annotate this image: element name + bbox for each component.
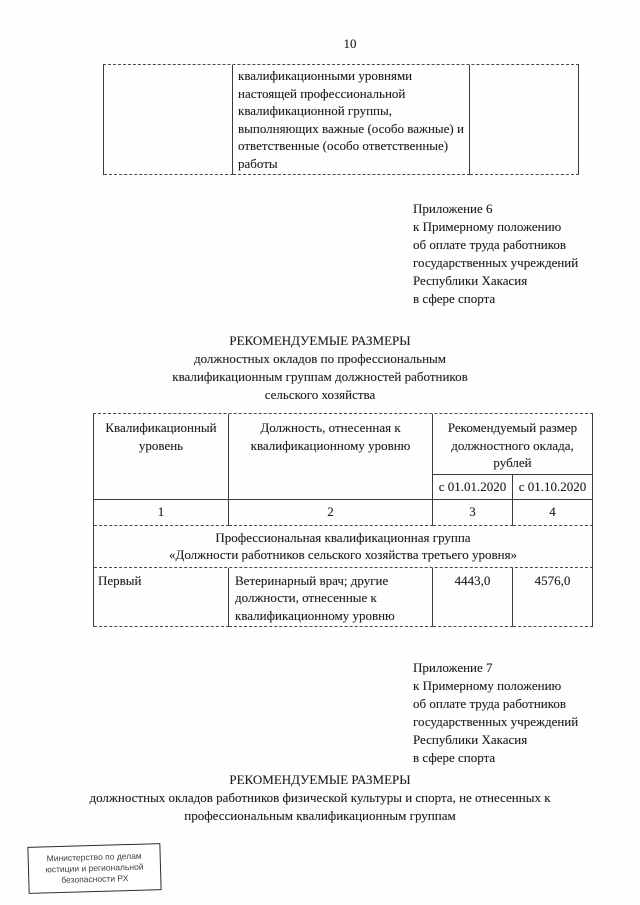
heading-line: сельского хозяйства (264, 387, 376, 402)
continued-table-cell-right (470, 65, 579, 175)
stamp-line: безопасности РХ (61, 873, 129, 885)
annex-7-line: Приложение 7 (413, 660, 493, 675)
salary-table: Квалификационный уровень Должность, отне… (93, 413, 593, 627)
heading-line: квалификационным группам должностей рабо… (172, 369, 468, 384)
heading-line: РЕКОМЕНДУЕМЫЕ РАЗМЕРЫ (229, 333, 411, 348)
annex-6-line: Приложение 6 (413, 201, 493, 216)
salary-table-cell-level: Первый (94, 567, 229, 627)
annex-6-line: об оплате труда работников (413, 237, 567, 252)
salary-table-group-row: Профессиональная квалификационная группа… (94, 525, 593, 568)
salary-table-header-date-1: с 01.01.2020 (433, 474, 513, 500)
annex-6-block: Приложение 6 к Примерному положению об о… (413, 200, 623, 308)
heading-line: должностных окладов работников физическо… (89, 790, 551, 805)
annex-7-block: Приложение 7 к Примерному положению об о… (413, 659, 623, 767)
continued-table-cell-text: квалификационными уровнями настоящей про… (233, 65, 470, 175)
salary-table-colnum-1: 1 (94, 499, 229, 526)
annex-7-line: об оплате труда работников (413, 696, 567, 711)
annex-7-line: к Примерному положению (413, 678, 562, 693)
salary-table-header-salary: Рекомендуемый размер должностного оклада… (433, 414, 593, 475)
salary-table-header-position: Должность, отнесенная к квалификационном… (229, 414, 433, 500)
continued-table-cell-left (104, 65, 233, 175)
registration-stamp: Министерство по делам юстиции и регионал… (27, 843, 162, 894)
page-number: 10 (343, 36, 357, 51)
salary-table-cell-salary-1: 4443,0 (433, 567, 513, 627)
recommended-sizes-heading-sport: РЕКОМЕНДУЕМЫЕ РАЗМЕРЫ должностных окладо… (48, 771, 592, 825)
annex-7-line: Республики Хакасия (413, 732, 528, 747)
heading-line: профессиональным квалификационным группа… (184, 808, 456, 823)
annex-6-line: государственных учреждений (413, 255, 579, 270)
annex-6-line: к Примерному положению (413, 219, 562, 234)
salary-table-colnum-3: 3 (433, 499, 513, 526)
annex-6-line: в сфере спорта (413, 291, 496, 306)
annex-6-line: Республики Хакасия (413, 273, 528, 288)
salary-table-colnum-4: 4 (513, 499, 593, 526)
group-row-line: Профессиональная квалификационная группа (215, 529, 471, 545)
recommended-sizes-heading-agriculture: РЕКОМЕНДУЕМЫЕ РАЗМЕРЫ должностных окладо… (48, 332, 592, 404)
salary-table-header-level: Квалификационный уровень (94, 414, 229, 500)
annex-7-line: в сфере спорта (413, 750, 496, 765)
heading-line: должностных окладов по профессиональным (193, 351, 446, 366)
salary-table-header-date-2: с 01.10.2020 (513, 474, 593, 500)
salary-table-cell-salary-2: 4576,0 (513, 567, 593, 627)
continued-table: квалификационными уровнями настоящей про… (103, 64, 579, 175)
group-row-line: «Должности работников сельского хозяйств… (168, 547, 518, 562)
annex-7-line: государственных учреждений (413, 714, 579, 729)
salary-table-colnum-2: 2 (229, 499, 433, 526)
salary-table-cell-position: Ветеринарный врач; другие должности, отн… (229, 567, 433, 627)
heading-line: РЕКОМЕНДУЕМЫЕ РАЗМЕРЫ (229, 772, 411, 787)
